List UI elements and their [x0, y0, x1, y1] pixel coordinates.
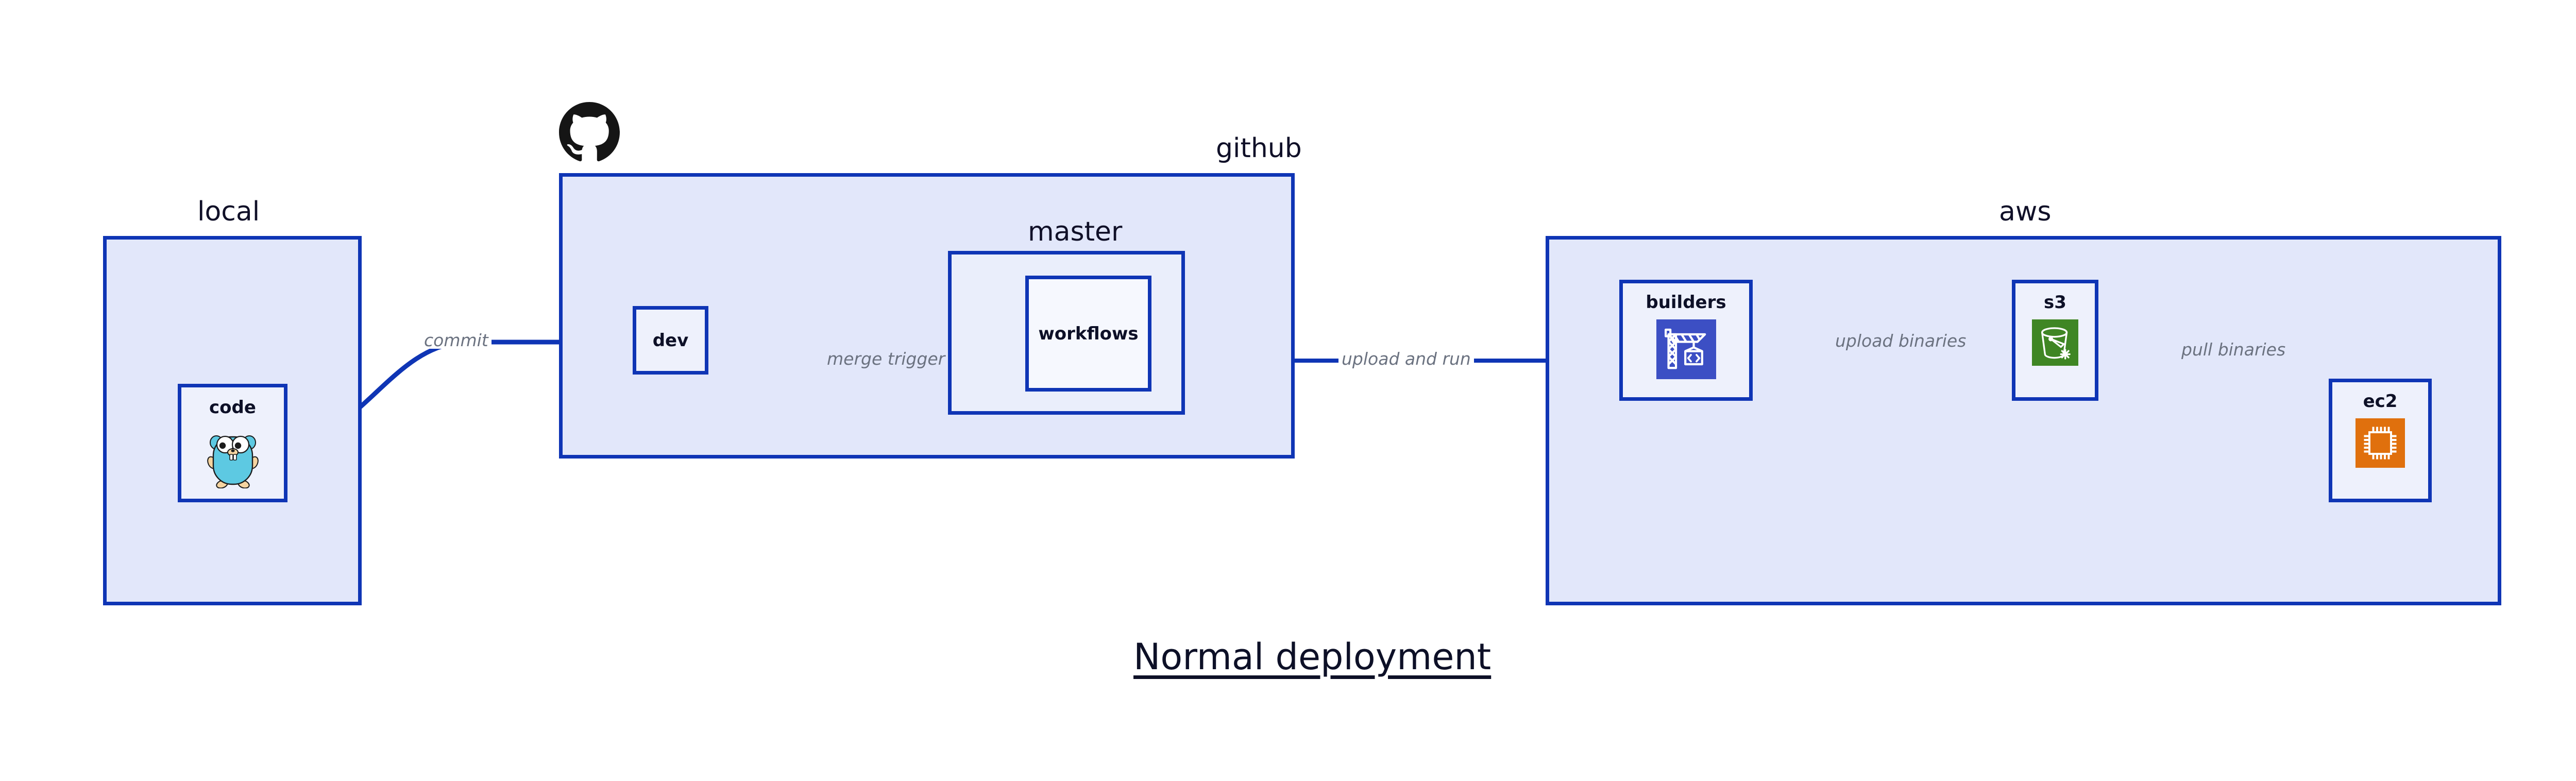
node-label-workflows: workflows — [1038, 323, 1139, 344]
go-gopher-icon — [206, 428, 260, 490]
node-code[interactable]: code — [178, 384, 287, 502]
group-label-github: github — [1216, 133, 1302, 164]
node-s3[interactable]: s3 — [2012, 280, 2098, 401]
diagram-title: Normal deployment — [1133, 636, 1492, 678]
node-dev[interactable]: dev — [633, 306, 708, 375]
edge-label-merge-trigger: merge trigger — [824, 350, 948, 367]
node-label-code: code — [209, 397, 256, 418]
subgroup-label-master: master — [1028, 216, 1123, 247]
node-label-dev: dev — [652, 330, 689, 351]
group-local — [103, 236, 362, 605]
node-workflows[interactable]: workflows — [1025, 276, 1151, 392]
aws-ec2-chip-icon — [2355, 418, 2405, 470]
edge-label-commit: commit — [421, 332, 492, 349]
node-ec2[interactable]: ec2 — [2329, 379, 2432, 502]
group-label-aws: aws — [1999, 196, 2052, 227]
edge-label-upload-and-run: upload and run — [1338, 350, 1474, 367]
edge-label-upload-binaries: upload binaries — [1832, 332, 1970, 349]
node-label-ec2: ec2 — [2363, 391, 2398, 412]
aws-s3-bucket-icon — [2032, 319, 2078, 368]
group-label-local: local — [197, 196, 260, 227]
aws-codebuild-crane-icon — [1656, 319, 1716, 381]
edge-label-pull-binaries: pull binaries — [2178, 341, 2289, 358]
node-builders[interactable]: builders — [1619, 280, 1753, 401]
github-octocat-logo — [559, 99, 620, 168]
node-label-s3: s3 — [2044, 292, 2066, 313]
node-label-builders: builders — [1646, 292, 1726, 313]
